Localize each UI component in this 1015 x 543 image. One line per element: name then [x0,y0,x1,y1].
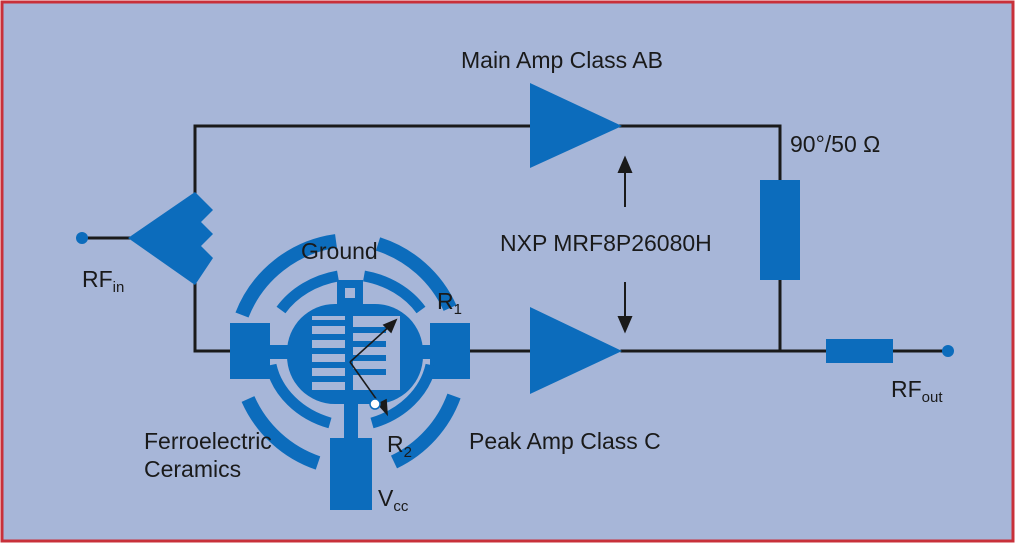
main-amp-label: Main Amp Class AB [461,47,663,73]
ferroelectric-label-line1: Ferroelectric [144,428,272,454]
ground-pad-hole [345,288,355,298]
rf-in-subscript: in [112,279,125,296]
r1-subscript: 1 [453,301,462,318]
cavity-to-left-pad [268,345,290,359]
transistor-label: NXP MRF8P26080H [500,230,712,256]
ferroelectric-label-line2: Ceramics [144,456,242,482]
r2-marker-dot [369,398,381,410]
bias-arrows [617,155,633,334]
rf-out-terminal [942,345,954,357]
right-pad [430,323,470,379]
arrow-up-head [617,155,633,173]
r2-label: R2 [387,431,412,461]
outer-arcs [235,234,461,470]
main-amp-symbol [530,83,622,168]
interdigitated-capacitor [312,316,400,390]
wire-bottom-left [193,268,232,353]
rf-out-label: RFout [891,376,943,406]
r2-subscript: 2 [403,444,412,461]
peak-amp-symbol [530,307,622,394]
transmission-line-label: 90°/50 Ω [790,131,881,157]
cavity-to-right-pad [421,345,433,359]
transmission-line-symbol [760,180,800,280]
vcc-label: Vcc [378,485,409,515]
splitter-symbol [128,192,213,285]
peak-amp-label: Peak Amp Class C [469,428,661,454]
rf-out-subscript: out [921,389,943,406]
left-pad [230,323,270,379]
middle-ring [265,270,437,429]
rf-in-terminal [76,232,88,244]
radius-arrows [349,318,398,417]
vcc-pad [330,438,372,510]
rf-in-label: RFin [82,266,125,296]
r1-label: R1 [437,288,462,318]
output-resistor-symbol [826,339,893,363]
vcc-subscript: cc [393,498,409,515]
arrow-down-head [617,316,633,334]
ground-label: Ground [301,238,378,264]
